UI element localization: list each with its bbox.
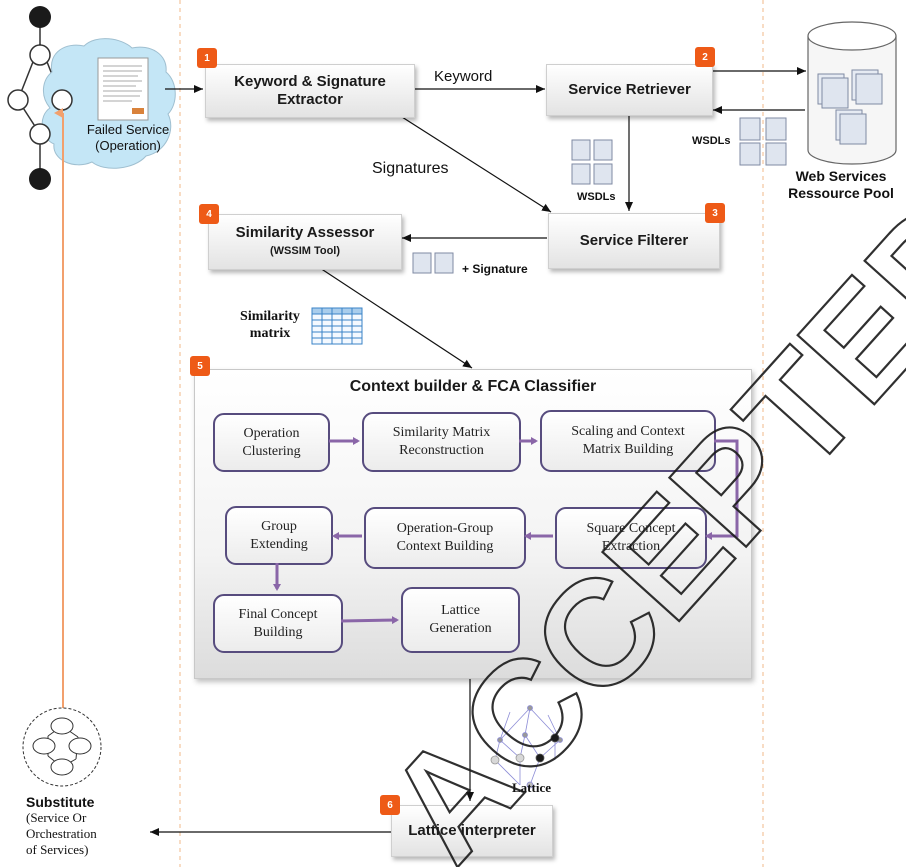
wsdls-icons-center — [571, 139, 613, 185]
step-1-badge: 1 — [197, 48, 217, 68]
lattice-interpreter-box: Lattice interpreter — [391, 805, 553, 857]
web-services-pool-label: Web Services Ressource Pool — [788, 168, 894, 201]
pool-wsdl-icons — [817, 69, 883, 145]
operation-node-left — [7, 89, 29, 111]
similarity-matrix-label: Similarity matrix — [240, 309, 300, 341]
similarity-assessor-box: Similarity Assessor (WSSIM Tool) — [208, 214, 402, 270]
end-node — [29, 168, 51, 190]
failed-service-label: Failed Service (Operation) — [86, 122, 170, 153]
start-node — [29, 6, 51, 28]
substitute-label: Substitute (Service Or Orchestration of … — [26, 794, 97, 857]
fca-arrow-7-8 — [340, 616, 399, 625]
operation-node-bottom — [29, 123, 51, 145]
step-5-badge: 5 — [190, 356, 210, 376]
graph-nodes — [7, 44, 73, 145]
plus-signature-label: + Signature — [462, 262, 528, 276]
arrow-assessor-to-fca — [319, 267, 473, 369]
step-6-badge: 6 — [380, 795, 400, 815]
wsdls-label-center: WSDLs — [577, 191, 616, 203]
similarity-matrix-icon — [311, 307, 363, 345]
step-3-badge: 3 — [705, 203, 725, 223]
signatures-label: Signatures — [372, 160, 449, 177]
keyword-signature-extractor-box: Keyword & Signature Extractor — [205, 64, 415, 118]
fca-arrow-3-4 — [705, 439, 739, 540]
service-retriever-box: Service Retriever — [546, 64, 713, 116]
fca-panel-title: Context builder & FCA Classifier — [349, 378, 597, 395]
step-4-badge: 4 — [199, 204, 219, 224]
lattice-label: Lattice — [512, 780, 551, 795]
web-services-pool-cylinder — [807, 21, 897, 165]
lattice-icon — [490, 705, 563, 789]
wsdl-document-icon — [97, 57, 149, 121]
wsdls-icons-right — [739, 117, 787, 166]
keyword-label: Keyword — [434, 68, 493, 85]
step-2-badge: 2 — [695, 47, 715, 67]
substitute-orchestration-icon — [22, 707, 102, 787]
operation-node-top — [29, 44, 51, 66]
wsdls-label-right: WSDLs — [692, 135, 731, 147]
service-filterer-box: Service Filterer — [548, 213, 720, 269]
wsdls-icons-signature — [412, 252, 454, 274]
arrow-signatures — [401, 116, 552, 213]
